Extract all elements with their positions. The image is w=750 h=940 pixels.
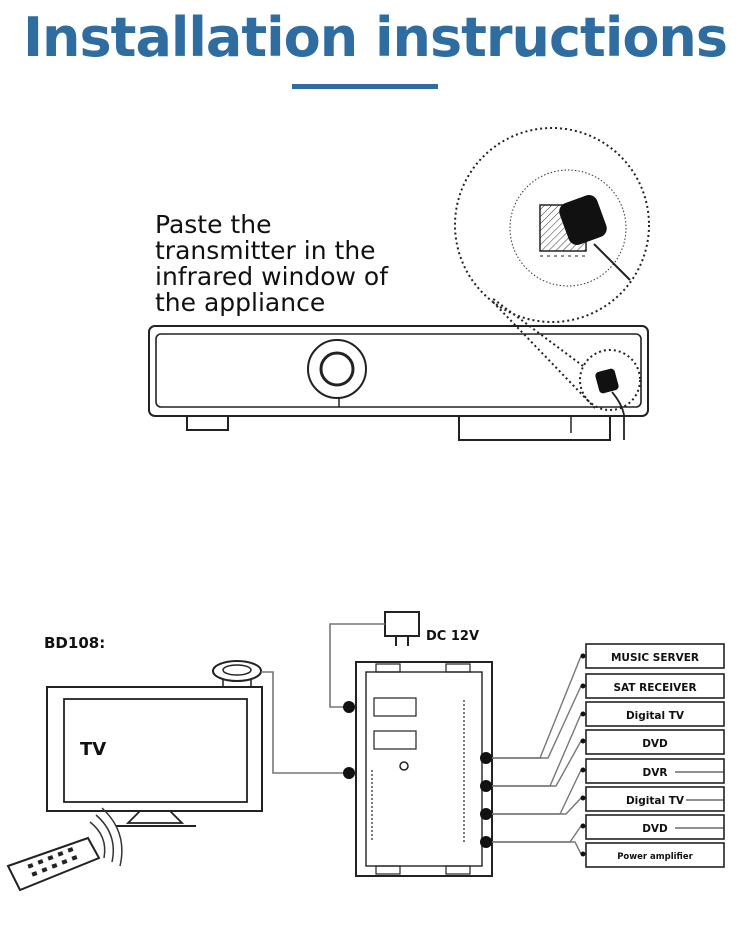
- bd108-ports: [343, 701, 492, 848]
- zoom-inner-circle: [509, 169, 627, 287]
- device-label-1: MUSIC SERVER: [611, 652, 699, 664]
- instruction-line-3: infrared window of: [155, 262, 389, 291]
- model-label: BD108:: [44, 634, 105, 652]
- device-stack: MUSIC SERVER SAT RECEIVER Digital TV DVD…: [580, 643, 725, 868]
- bd108-unit: [355, 661, 493, 877]
- instruction-line-2: transmitter in the: [155, 236, 376, 265]
- device-label-6: Digital TV: [626, 795, 685, 807]
- device-label-4: DVD: [642, 738, 668, 750]
- tv-label: TV: [80, 739, 106, 760]
- tv-bezel: [46, 686, 263, 812]
- appliance-foot-left: [186, 415, 229, 431]
- ir-window-highlight: [579, 349, 641, 411]
- appliance-knob-outer: [307, 339, 367, 399]
- tv-illustration: [46, 686, 263, 827]
- device-label-5: DVR: [643, 767, 668, 779]
- instruction-line-4: the appliance: [155, 288, 326, 317]
- ir-transmitter-zoomed-icon: [559, 195, 631, 281]
- device-label-8: Power amplifier: [617, 852, 693, 862]
- page-title: Installation instructions: [22, 6, 728, 69]
- zoom-circle: [454, 127, 650, 323]
- instruction-line-1: Paste the: [155, 210, 272, 239]
- appliance-body: [148, 325, 649, 417]
- tv-screen: [63, 698, 248, 803]
- appliance-foot-right: [458, 415, 611, 441]
- ir-transmitter-icon: [595, 368, 625, 440]
- power-adapter-icon: [329, 611, 420, 708]
- appliance-knob-inner: [319, 351, 355, 387]
- device-label-2: SAT RECEIVER: [613, 682, 696, 694]
- device-wires: [492, 655, 582, 855]
- remote-control-icon: [6, 807, 123, 892]
- instruction-text: Paste the transmitter in the infrared wi…: [155, 212, 455, 316]
- appliance-front-panel: [155, 333, 642, 408]
- ir-receiver-icon: [212, 660, 262, 688]
- title-underline: [292, 84, 438, 89]
- device-label-7: DVD: [642, 823, 668, 835]
- power-label: DC 12V: [426, 629, 479, 644]
- device-label-3: Digital TV: [626, 710, 685, 722]
- appliance-diagram: [148, 325, 649, 441]
